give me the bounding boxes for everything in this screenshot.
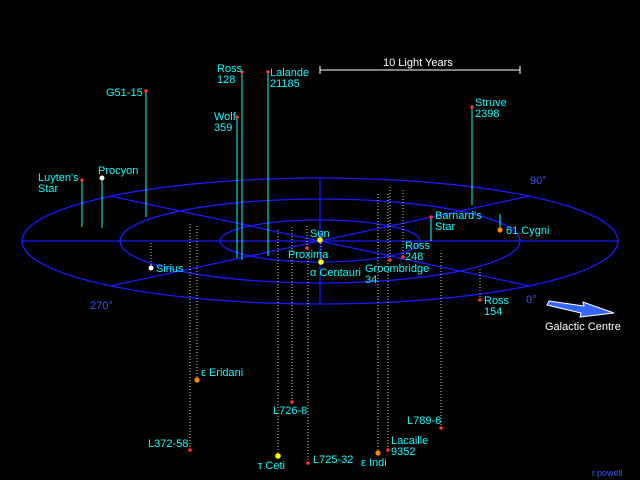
label-line: G51-15: [106, 87, 143, 99]
label-line: Lacaille: [391, 435, 428, 447]
label-line: ε Eridani: [201, 367, 243, 379]
star-l78906: [439, 426, 443, 430]
star-g5115: [144, 89, 148, 93]
label-procyon: Procyon: [98, 165, 138, 177]
star-l37258: [188, 448, 192, 452]
star-sun: [317, 237, 323, 243]
label-eindi: ε Indi: [361, 457, 387, 469]
scale-bar: [319, 66, 521, 74]
label-line: 9352: [391, 446, 415, 458]
label-sun: Sun: [310, 228, 330, 240]
star-barnard: [429, 215, 433, 219]
degree-90-label: 90°: [530, 175, 547, 187]
label-l7268: L726-8: [273, 405, 307, 417]
label-line: 128: [217, 74, 235, 86]
label-line: Lalande: [270, 67, 309, 79]
label-line: Struve: [475, 97, 507, 109]
label-sirius: Sirius: [156, 263, 184, 275]
label-line: 21185: [270, 78, 300, 90]
label-line: Sirius: [156, 263, 184, 275]
label-proxima: Proxima: [288, 249, 329, 261]
label-line: 34: [365, 274, 377, 286]
label-line: Ross: [405, 240, 431, 252]
label-line: 2398: [475, 108, 499, 120]
label-line: Procyon: [98, 165, 138, 177]
label-tauceti: τ Ceti: [258, 460, 285, 472]
star-proxima: [305, 246, 309, 250]
label-line: Ross: [217, 63, 243, 75]
label-line: 359: [214, 122, 232, 134]
star-lalande: [266, 70, 270, 74]
label-line: 248: [405, 251, 423, 263]
label-line: Star: [38, 183, 59, 195]
star-l7268: [290, 400, 294, 404]
label-line: L789-6: [407, 415, 441, 427]
galactic-centre-label: Galactic Centre: [545, 321, 621, 333]
star-markers: [80, 70, 503, 465]
label-l78906: L789-6: [407, 415, 441, 427]
credit-label: r.powell: [592, 468, 623, 478]
star-sirius: [148, 265, 154, 271]
label-l37258: L372-58: [148, 438, 188, 450]
label-line: Wolf: [214, 111, 237, 123]
label-line: ε Indi: [361, 457, 387, 469]
label-cygni: 61 Cygni: [506, 225, 549, 237]
star-acen: [318, 259, 324, 265]
label-l72532: L725-32: [313, 454, 353, 466]
label-line: Sun: [310, 228, 330, 240]
star-eridani: [194, 377, 200, 383]
label-line: L372-58: [148, 438, 188, 450]
star-groombridge: [388, 258, 392, 262]
star-stems: [81, 72, 501, 463]
scale-bar-label: 10 Light Years: [383, 57, 453, 69]
galactic-centre-arrow-icon: [546, 300, 615, 318]
label-line: 61 Cygni: [506, 225, 549, 237]
label-line: τ Ceti: [258, 460, 285, 472]
star-cygni: [497, 227, 503, 233]
star-struve: [470, 105, 474, 109]
star-ross248: [401, 255, 405, 259]
label-g5115: G51-15: [106, 87, 143, 99]
star-tauceti: [275, 453, 281, 459]
star-lacaille: [386, 448, 390, 452]
star-wolf359: [235, 115, 239, 119]
label-line: L726-8: [273, 405, 307, 417]
label-line: Groombridge: [365, 263, 429, 275]
label-line: Proxima: [288, 249, 329, 261]
star-ross128: [240, 70, 244, 74]
label-line: Star: [435, 221, 456, 233]
label-line: L725-32: [313, 454, 353, 466]
star-ross154: [478, 298, 482, 302]
star-eindi: [375, 450, 381, 456]
label-line: Luyten's: [38, 172, 79, 184]
star-luyten: [80, 178, 84, 182]
label-line: α Centauri: [310, 267, 361, 279]
label-line: 154: [484, 306, 502, 318]
label-acen: α Centauri: [310, 267, 361, 279]
star-procyon: [99, 175, 105, 181]
label-line: Barnard's: [435, 210, 482, 222]
label-line: Ross: [484, 295, 510, 307]
degree-0-label: 0°: [526, 294, 537, 306]
star-l72532: [306, 461, 310, 465]
label-eridani: ε Eridani: [201, 367, 243, 379]
degree-270-label: 270°: [90, 300, 113, 312]
